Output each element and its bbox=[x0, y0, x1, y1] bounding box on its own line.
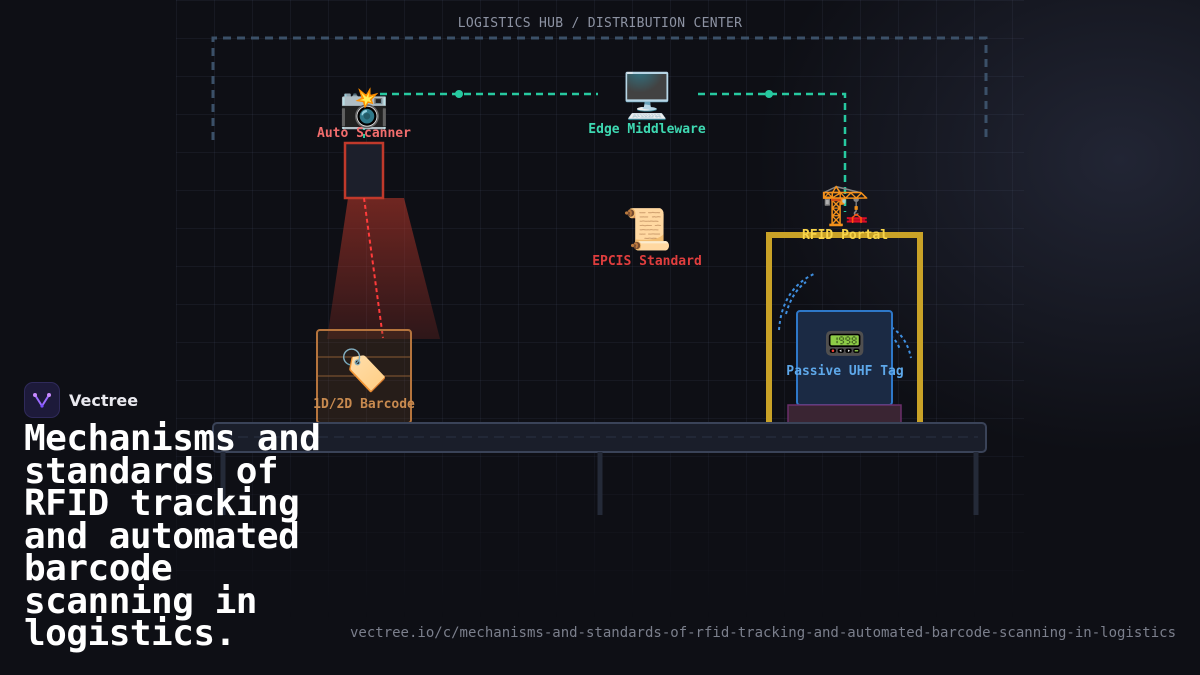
camera-flash-icon: 📸 bbox=[339, 85, 389, 131]
rf-wave bbox=[785, 281, 807, 315]
auto-scanner-node: 📸 Auto Scanner bbox=[304, 86, 424, 141]
scanner-beam bbox=[327, 198, 440, 339]
brand-name: Vectree bbox=[69, 390, 139, 410]
headline: Mechanisms and standards of RFID trackin… bbox=[24, 418, 321, 654]
link-middleware-portal bbox=[698, 92, 847, 212]
link-node-dot bbox=[765, 90, 773, 98]
page-url[interactable]: vectree.io/c/mechanisms-and-standards-of… bbox=[349, 625, 1176, 641]
rfid-portal-node: 🏗️ RFID Portal bbox=[785, 183, 905, 243]
barcode-label: 1D/2D Barcode bbox=[313, 397, 415, 412]
passive-uhf-tag-label: Passive UHF Tag bbox=[786, 364, 904, 379]
barcode-node: 🏷️ 1D/2D Barcode bbox=[304, 349, 424, 412]
epcis-standard-label: EPCIS Standard bbox=[592, 254, 702, 269]
scroll-icon: 📜 bbox=[622, 207, 672, 253]
pallet-base bbox=[787, 404, 902, 425]
hub-boundary bbox=[211, 36, 988, 140]
hub-title: LOGISTICS HUB / DISTRIBUTION CENTER bbox=[457, 16, 743, 31]
rf-wave bbox=[874, 319, 912, 359]
link-node-dot bbox=[455, 90, 463, 98]
vectree-logo-icon bbox=[24, 382, 60, 418]
auto-scanner-label: Auto Scanner bbox=[317, 126, 411, 141]
scanner-housing bbox=[343, 141, 385, 200]
brand: Vectree bbox=[24, 382, 138, 418]
passive-uhf-tag-node: 📟 Passive UHF Tag bbox=[775, 324, 915, 379]
epcis-standard-node: 📜 EPCIS Standard bbox=[582, 208, 712, 269]
label-tag-icon: 🏷️ bbox=[339, 348, 389, 394]
edge-middleware-label: Edge Middleware bbox=[588, 122, 706, 137]
pager-icon: 📟 bbox=[823, 324, 867, 364]
rfid-portal-label: RFID Portal bbox=[801, 228, 889, 243]
edge-middleware-node: 🖥️ Edge Middleware bbox=[577, 71, 717, 138]
construction-crane-icon: 🏗️ bbox=[820, 182, 870, 228]
rf-wave bbox=[778, 272, 817, 331]
laser-line bbox=[363, 197, 384, 339]
rfid-portal-frame bbox=[766, 232, 923, 423]
desktop-computer-icon: 🖥️ bbox=[619, 71, 675, 122]
